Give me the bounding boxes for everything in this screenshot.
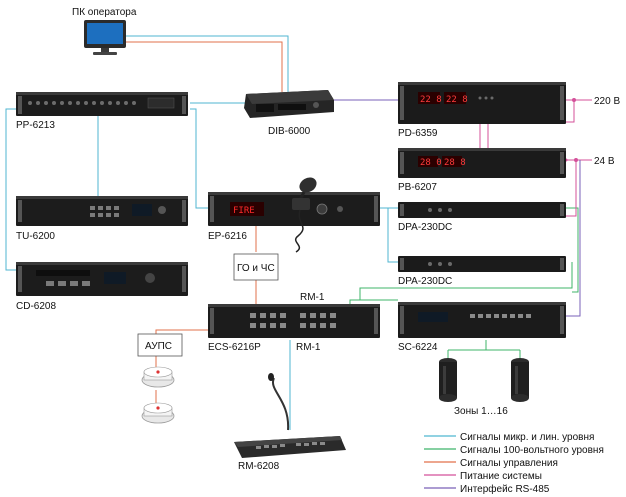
cd6208-device: CD-6208	[16, 262, 188, 312]
legend-label-power: Питание системы	[460, 471, 542, 482]
legend: Сигналы микр. и лин. уровня Сигналы 100-…	[424, 432, 604, 495]
pp-cd-line	[5, 108, 16, 271]
power-220-bus	[566, 100, 575, 123]
smoke-detector-icon	[141, 402, 175, 424]
sc6224-device: SC-6224	[398, 302, 566, 353]
pc-label: ПК оператора	[72, 7, 137, 18]
aups-box: АУПС	[137, 333, 183, 357]
v220-label: 220 В	[594, 96, 620, 107]
speaker-icon	[511, 358, 529, 402]
ep-fire-display: FIRE	[233, 206, 255, 216]
aups-label: АУПС	[145, 341, 172, 352]
pc-operator-group: ПК оператора	[72, 7, 137, 55]
pd-display-2: 22 8	[446, 95, 468, 105]
dpa1-right-green	[566, 207, 579, 293]
rm1-top-label: RM-1	[300, 292, 325, 303]
legend-label-mic: Сигналы микр. и лин. уровня	[460, 432, 594, 443]
sc-zones-line	[447, 340, 521, 360]
ep-dpa2-line	[387, 208, 398, 263]
dib6000-label: DIB-6000	[268, 126, 311, 137]
smoke-detector-icon	[141, 366, 175, 388]
ecs-dpa-green-line	[359, 262, 573, 300]
zones-label: Зоны 1…16	[454, 406, 508, 417]
desk-microphone-icon	[292, 177, 317, 253]
ep6216-label: EP-6216	[208, 231, 247, 242]
ecs6216p-device: ECS-6216P	[208, 304, 380, 353]
dpa2-label: DPA-230DC	[398, 276, 452, 287]
rm6208-device: RM-6208	[234, 373, 346, 472]
pd6359-label: PD-6359	[398, 128, 438, 139]
pp-ep-line	[190, 108, 208, 209]
power-24-bus	[566, 160, 577, 217]
rs485-down-line	[566, 160, 581, 317]
dpa1-device: DPA-230DC	[398, 202, 566, 233]
pb-display-1: 28 0	[420, 158, 442, 168]
legend-label-control: Сигналы управления	[460, 458, 558, 469]
pp6213-label: PP-6213	[16, 120, 55, 131]
cd6208-label: CD-6208	[16, 301, 56, 312]
rm1-bottom-label: RM-1	[296, 342, 321, 353]
pp6213-device: PP-6213	[16, 92, 188, 131]
connections	[5, 35, 592, 430]
tu6200-device: TU-6200	[16, 196, 188, 242]
legend-label-rs485: Интерфейс RS-485	[460, 483, 550, 495]
speaker-icon	[439, 358, 457, 402]
monitor-icon	[84, 20, 126, 55]
dib6000-device: DIB-6000	[244, 90, 334, 137]
dpa1-label: DPA-230DC	[398, 222, 452, 233]
pd6359-device: 22 8 22 8 PD-6359	[398, 82, 566, 139]
v24-label: 24 В	[594, 156, 615, 167]
legend-label-100v: Сигналы 100-вольтного уровня	[460, 445, 604, 456]
pc-dib-control-line	[126, 41, 283, 92]
sc6224-label: SC-6224	[398, 342, 438, 353]
power-pd-pb	[479, 124, 489, 148]
go-chs-box: ГО и ЧС	[233, 253, 279, 281]
rm6208-label: RM-6208	[238, 461, 280, 472]
pb6207-device: 28 0 28 8 PB-6207	[398, 148, 566, 193]
pb6207-label: PB-6207	[398, 182, 437, 193]
tu6200-label: TU-6200	[16, 231, 55, 242]
pc-dib-signal-line	[126, 35, 289, 92]
pb-display-2: 28 8	[444, 158, 466, 168]
dpa2-device: DPA-230DC	[398, 256, 566, 287]
go-chs-label: ГО и ЧС	[237, 263, 275, 274]
pd-display-1: 22 8	[420, 95, 442, 105]
ecs6216p-label: ECS-6216P	[208, 342, 261, 353]
